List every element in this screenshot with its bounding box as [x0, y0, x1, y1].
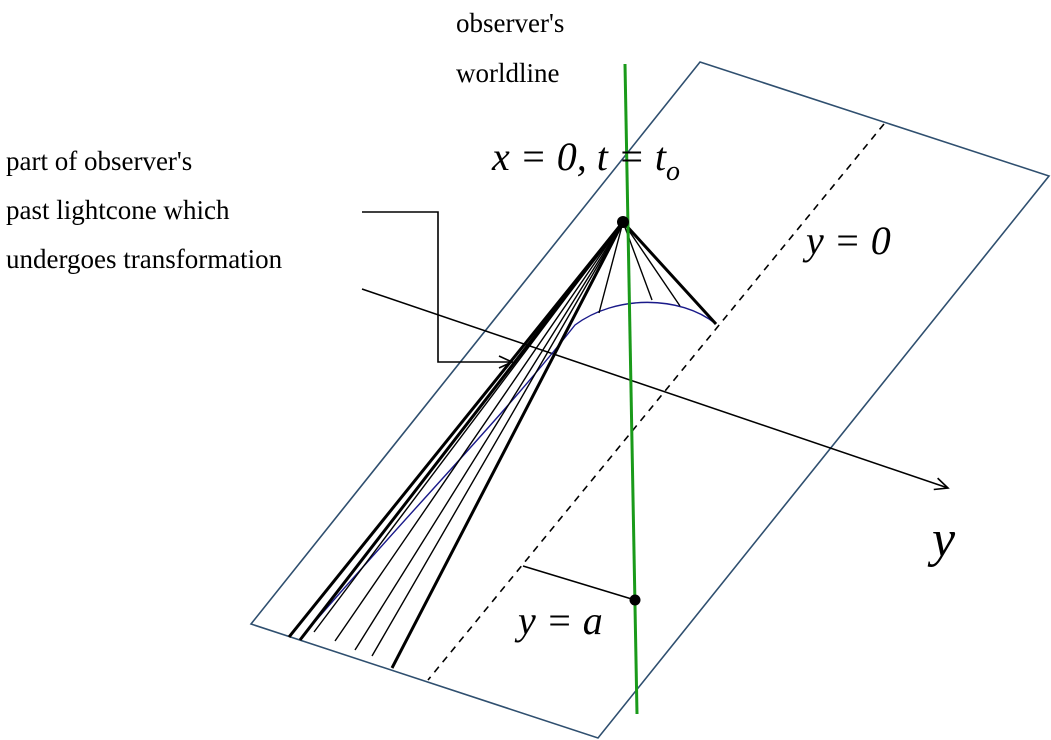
- event-label-subscript: o: [666, 156, 680, 187]
- event-label: x = 0, t = to: [491, 134, 680, 187]
- lightcone-generators-thick: [287, 220, 718, 669]
- y-zero-dashed-line: [427, 123, 885, 681]
- generator-line-bold: [621, 220, 718, 326]
- worldline-label-line1: observer's: [456, 8, 564, 38]
- generator-line: [371, 221, 624, 657]
- y-a-label: y = a: [514, 598, 603, 643]
- generator-line: [598, 221, 624, 314]
- y-a-leader-line: [522, 565, 636, 601]
- y-zero-label: y = 0: [802, 218, 891, 263]
- event-point-top: [617, 216, 629, 228]
- generator-line-bold: [390, 221, 625, 669]
- spacetime-plane: [249, 61, 1051, 739]
- generator-line: [622, 221, 681, 307]
- lightcone-curve: [311, 301, 717, 626]
- lightcone-label-line3: undergoes transformation: [6, 244, 283, 274]
- lightcone-label-line2: past lightcone which: [6, 195, 230, 225]
- lightcone-label-line1: part of observer's: [6, 146, 192, 176]
- generator-line-bold: [298, 221, 625, 641]
- generator-line: [334, 221, 624, 642]
- y-axis-arrow: [361, 288, 950, 491]
- event-label-main: x = 0, t = t: [491, 134, 667, 179]
- generator-line-bold: [287, 221, 625, 638]
- worldline-label-line2: worldline: [456, 58, 559, 88]
- y-axis-label: y: [927, 511, 956, 568]
- observer-worldline: [623, 63, 639, 715]
- generator-line: [354, 221, 624, 651]
- lightcone-callout-line: [362, 211, 514, 369]
